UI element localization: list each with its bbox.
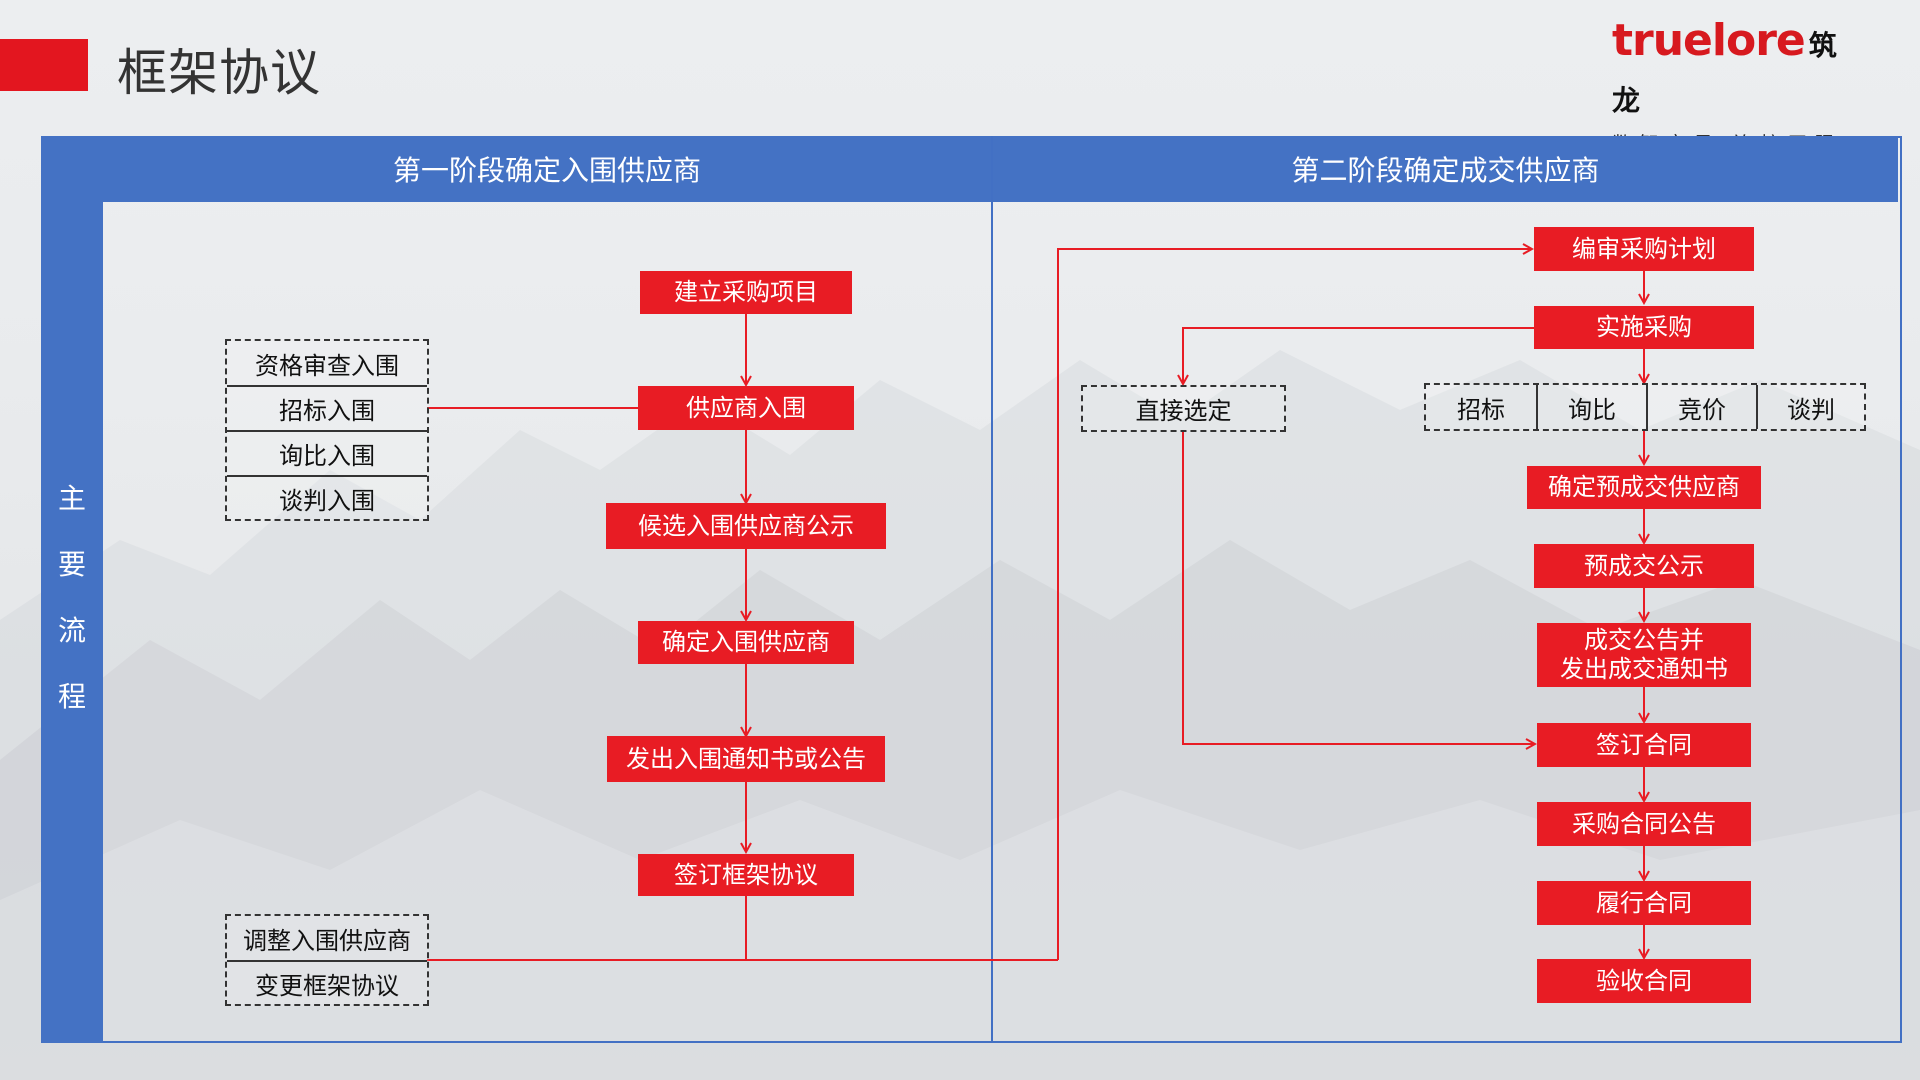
logo-wordmark: truelore (1612, 15, 1806, 66)
stage1-header: 第一阶段确定入围供应商 (103, 136, 991, 202)
method-tender: 招标 (1457, 395, 1505, 424)
method-inquiry: 询比 (1536, 385, 1646, 429)
adjust-suppliers: 调整入围供应商 (243, 926, 411, 955)
title-accent-bar (0, 39, 88, 91)
side-label-char: 流 (57, 614, 86, 647)
direct-selection: 直接选定 (1081, 385, 1286, 432)
adjust-options: 调整入围供应商 变更框架协议 (225, 914, 429, 1006)
logo-chinese-name: 筑龙 (1612, 29, 1837, 117)
award-announcement-line1: 成交公告并 (1584, 626, 1704, 654)
step-sign-contract: 签订合同 (1537, 723, 1751, 767)
direct-selection-label: 直接选定 (1135, 397, 1232, 425)
step-supplier-shortlist: 供应商入围 (638, 386, 854, 430)
step-pre-award-publicity: 预成交公示 (1534, 544, 1754, 588)
page-title: 框架协议 (117, 44, 321, 102)
step-pre-award-supplier: 确定预成交供应商 (1527, 466, 1761, 509)
step-perform-contract: 履行合同 (1537, 881, 1751, 925)
method-negotiation: 谈判 (1756, 385, 1864, 429)
method-negotiation: 谈判入围 (227, 475, 427, 519)
side-label-char: 程 (57, 680, 86, 713)
method-bidding: 竞价 (1646, 385, 1756, 429)
step-sign-framework: 签订框架协议 (638, 854, 854, 896)
method-qualification: 资格审查入围 (255, 351, 399, 380)
side-label-char: 要 (57, 548, 86, 581)
step-award-announcement: 成交公告并 发出成交通知书 (1537, 623, 1751, 687)
method-tender: 招标入围 (227, 385, 427, 430)
side-label: 主 要 流 程 (41, 466, 103, 730)
procurement-methods: 招标 询比 竞价 谈判 (1424, 383, 1866, 431)
step-contract-announcement: 采购合同公告 (1537, 802, 1751, 846)
step-create-project: 建立采购项目 (640, 271, 852, 314)
step-candidate-publicity: 候选入围供应商公示 (606, 503, 886, 549)
side-label-bar: 主 要 流 程 (41, 136, 103, 1043)
step-procurement-plan: 编审采购计划 (1534, 227, 1754, 271)
stage-divider (991, 136, 993, 1043)
side-label-char: 主 (57, 482, 86, 515)
step-issue-notice: 发出入围通知书或公告 (607, 736, 885, 782)
change-framework: 变更框架协议 (227, 960, 427, 1004)
step-implement-procurement: 实施采购 (1534, 306, 1754, 349)
step-accept-contract: 验收合同 (1537, 959, 1751, 1003)
award-announcement-line2: 发出成交通知书 (1560, 655, 1728, 683)
shortlist-methods: 资格审查入围 招标入围 询比入围 谈判入围 (225, 339, 429, 521)
method-inquiry: 询比入围 (227, 430, 427, 475)
stage2-header: 第二阶段确定成交供应商 (993, 136, 1898, 202)
step-confirm-shortlist: 确定入围供应商 (638, 621, 854, 664)
